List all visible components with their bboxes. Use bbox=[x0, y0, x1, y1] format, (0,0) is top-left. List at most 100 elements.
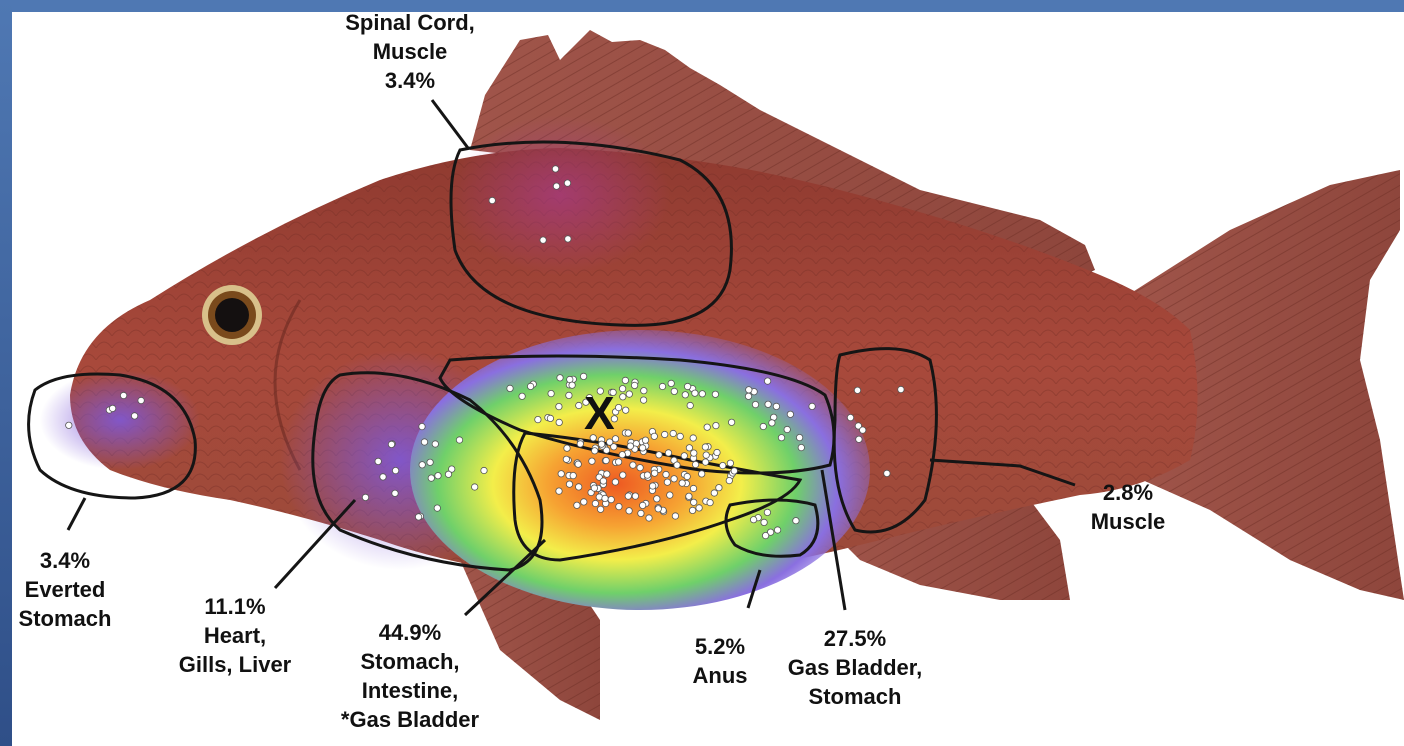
observation-point bbox=[667, 492, 673, 498]
observation-point bbox=[764, 509, 770, 515]
observation-point bbox=[809, 403, 815, 409]
observation-point bbox=[671, 388, 677, 394]
observation-point bbox=[686, 493, 692, 499]
label-percent: 11.1% bbox=[165, 592, 305, 621]
label-line: Heart, bbox=[165, 621, 305, 650]
observation-point bbox=[731, 468, 737, 474]
observation-point bbox=[427, 459, 433, 465]
observation-point bbox=[631, 382, 637, 388]
observation-point bbox=[428, 475, 434, 481]
label-line: Stomach bbox=[770, 682, 940, 711]
observation-point bbox=[692, 461, 698, 467]
observation-point bbox=[507, 385, 513, 391]
observation-point bbox=[637, 465, 643, 471]
observation-point bbox=[778, 435, 784, 441]
observation-point bbox=[646, 515, 652, 521]
observation-point bbox=[679, 480, 685, 486]
label-line: Muscle bbox=[1078, 507, 1178, 536]
observation-point bbox=[548, 390, 554, 396]
observation-point bbox=[702, 459, 708, 465]
label-percent: 3.4% bbox=[10, 546, 120, 575]
observation-point bbox=[638, 510, 644, 516]
observation-point bbox=[720, 462, 726, 468]
label-percent: 27.5% bbox=[770, 624, 940, 653]
observation-point bbox=[109, 405, 115, 411]
observation-point bbox=[696, 505, 702, 511]
observation-point bbox=[632, 493, 638, 499]
observation-point bbox=[611, 444, 617, 450]
observation-point bbox=[535, 416, 541, 422]
observation-point bbox=[651, 433, 657, 439]
observation-point bbox=[619, 386, 625, 392]
observation-point bbox=[519, 393, 525, 399]
observation-point bbox=[847, 414, 853, 420]
observation-point bbox=[66, 422, 72, 428]
observation-point bbox=[727, 460, 733, 466]
observation-point bbox=[563, 456, 569, 462]
label-gas-bladder-stomach: 27.5% Gas Bladder, Stomach bbox=[770, 624, 940, 711]
observation-point bbox=[622, 377, 628, 383]
observation-point bbox=[640, 397, 646, 403]
label-line: Stomach, bbox=[325, 647, 495, 676]
observation-point bbox=[556, 488, 562, 494]
label-heart-gills-liver: 11.1% Heart, Gills, Liver bbox=[165, 592, 305, 679]
observation-point bbox=[644, 472, 650, 478]
observation-point bbox=[626, 391, 632, 397]
observation-point bbox=[619, 452, 625, 458]
observation-point bbox=[576, 484, 582, 490]
observation-point bbox=[612, 479, 618, 485]
observation-point bbox=[615, 459, 621, 465]
observation-point bbox=[627, 443, 633, 449]
observation-point bbox=[663, 471, 669, 477]
observation-point bbox=[664, 479, 670, 485]
observation-point bbox=[703, 452, 709, 458]
label-percent: 3.4% bbox=[330, 66, 490, 95]
observation-point bbox=[575, 461, 581, 467]
observation-point bbox=[642, 437, 648, 443]
observation-point bbox=[726, 477, 732, 483]
label-everted-stomach: 3.4% Everted Stomach bbox=[10, 546, 120, 633]
observation-point bbox=[630, 462, 636, 468]
observation-point bbox=[691, 499, 697, 505]
observation-point bbox=[598, 441, 604, 447]
observation-point bbox=[769, 420, 775, 426]
label-line: Everted bbox=[10, 575, 120, 604]
label-line: Muscle bbox=[330, 37, 490, 66]
observation-point bbox=[421, 439, 427, 445]
observation-point bbox=[481, 467, 487, 473]
observation-point bbox=[745, 393, 751, 399]
observation-point bbox=[602, 495, 608, 501]
observation-point bbox=[711, 490, 717, 496]
observation-point bbox=[773, 403, 779, 409]
observation-point bbox=[564, 180, 570, 186]
observation-point bbox=[764, 378, 770, 384]
observation-point bbox=[784, 426, 790, 432]
observation-point bbox=[687, 402, 693, 408]
observation-point bbox=[415, 514, 421, 520]
observation-point bbox=[569, 382, 575, 388]
observation-point bbox=[432, 441, 438, 447]
observation-point bbox=[699, 391, 705, 397]
observation-point bbox=[625, 493, 631, 499]
observation-point bbox=[362, 494, 368, 500]
observation-point bbox=[760, 423, 766, 429]
label-percent: 44.9% bbox=[325, 618, 495, 647]
observation-point bbox=[626, 508, 632, 514]
observation-point bbox=[670, 430, 676, 436]
label-spinal-cord-muscle: Spinal Cord, Muscle 3.4% bbox=[330, 8, 490, 95]
observation-point bbox=[527, 383, 533, 389]
observation-point bbox=[603, 457, 609, 463]
observation-point bbox=[620, 472, 626, 478]
observation-point bbox=[556, 419, 562, 425]
observation-point bbox=[765, 401, 771, 407]
observation-point bbox=[640, 502, 646, 508]
observation-point bbox=[716, 485, 722, 491]
observation-point bbox=[692, 390, 698, 396]
observation-point bbox=[654, 496, 660, 502]
observation-point bbox=[774, 527, 780, 533]
observation-point bbox=[392, 467, 398, 473]
observation-point bbox=[707, 499, 713, 505]
observation-point bbox=[392, 490, 398, 496]
observation-point bbox=[672, 513, 678, 519]
observation-point bbox=[616, 503, 622, 509]
